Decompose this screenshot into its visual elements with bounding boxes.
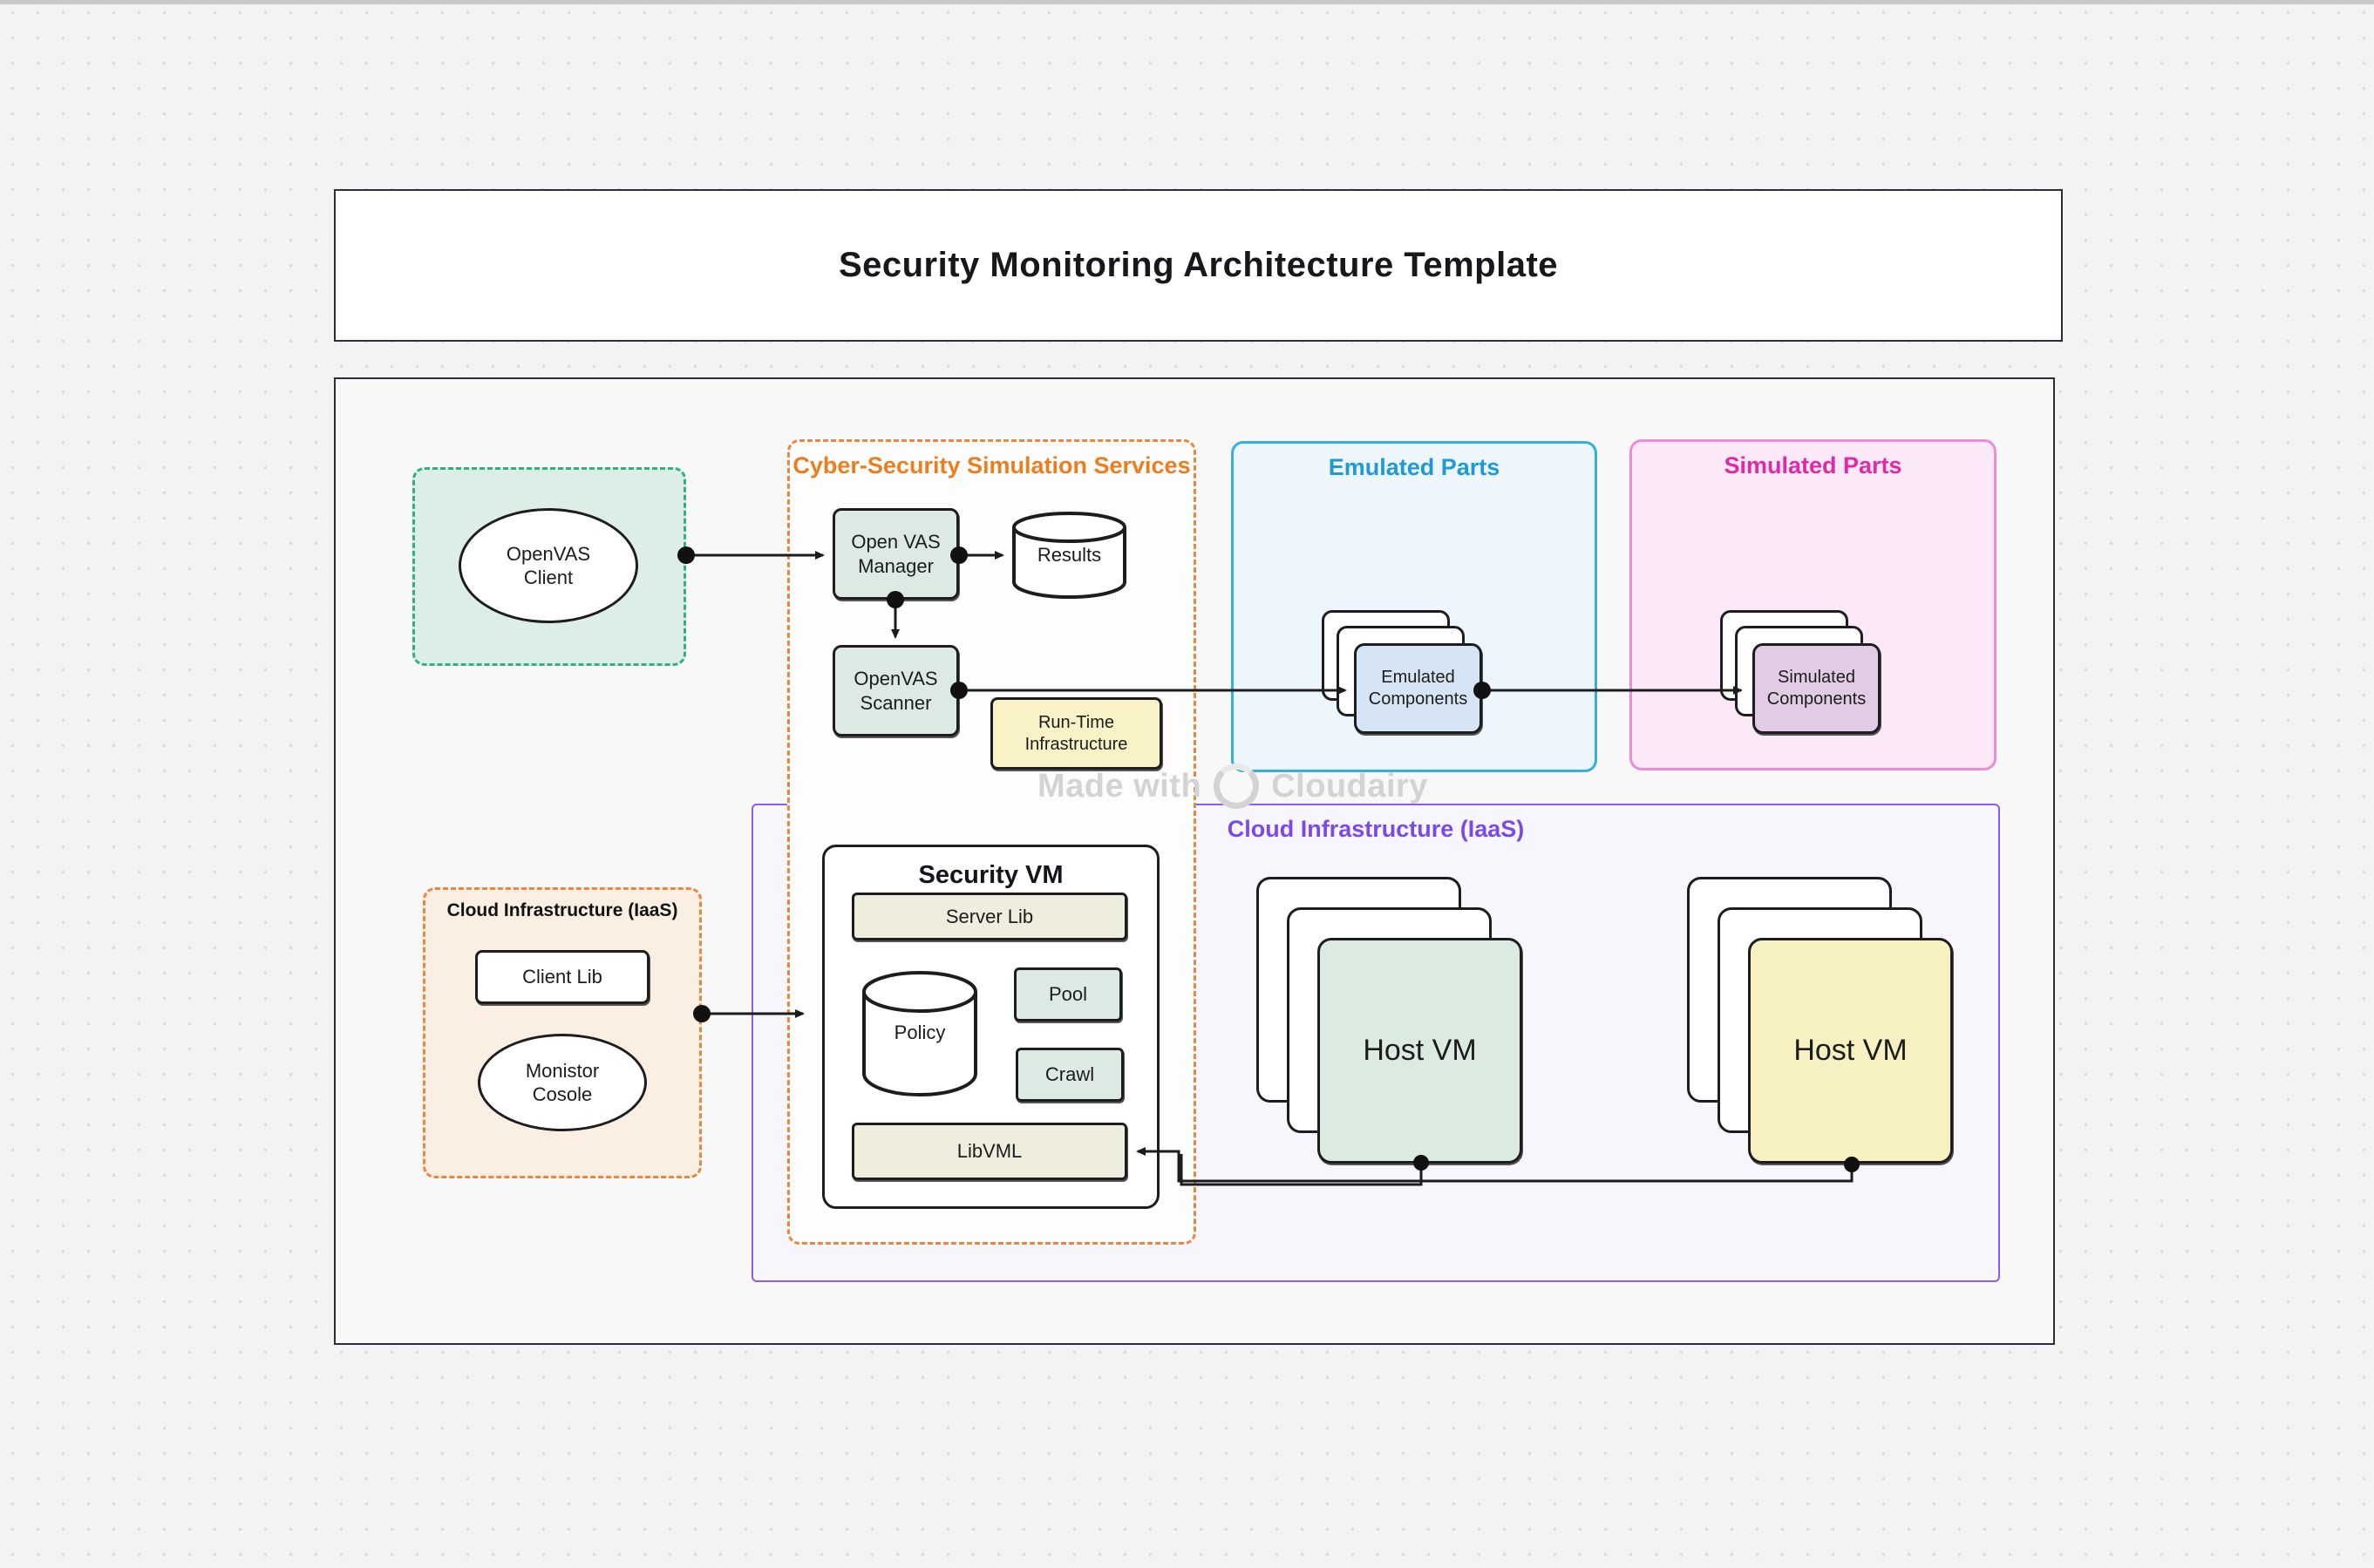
node-openvas-manager-label: Open VAS Manager bbox=[851, 531, 941, 577]
connection-point[interactable] bbox=[950, 546, 968, 564]
page-title: Security Monitoring Architecture Templat… bbox=[838, 246, 1559, 284]
node-openvas-client-label: OpenVAS Client bbox=[506, 542, 591, 589]
node-simulated-components-label: Simulated Components bbox=[1766, 668, 1867, 709]
connection-point[interactable] bbox=[693, 1005, 711, 1022]
node-monitor-console[interactable]: Monistor Cosole bbox=[478, 1034, 647, 1131]
node-host-vm-left-label: Host VM bbox=[1363, 1034, 1477, 1068]
node-client-lib-label: Client Lib bbox=[522, 966, 602, 988]
node-results-label: Results bbox=[1037, 543, 1102, 566]
connector-hostvm-left-to-libvml[interactable] bbox=[1180, 1154, 1423, 1186]
watermark: Made with Cloudairy bbox=[1037, 760, 1491, 812]
diagram-title-box[interactable]: Security Monitoring Architecture Templat… bbox=[334, 189, 2063, 342]
group-iaas-client-side[interactable]: Cloud Infrastructure (IaaS) bbox=[423, 887, 702, 1178]
cloudairy-ring-icon bbox=[1214, 764, 1260, 809]
window-top-edge bbox=[0, 0, 2374, 4]
node-openvas-manager[interactable]: Open VAS Manager bbox=[833, 508, 959, 600]
connection-point[interactable] bbox=[677, 546, 695, 564]
node-runtime-infrastructure[interactable]: Run-Time Infrastructure bbox=[990, 697, 1162, 770]
connection-point[interactable] bbox=[950, 682, 968, 699]
node-host-vm-right[interactable]: Host VM bbox=[1748, 938, 1953, 1164]
group-title-cloud-infrastructure: Cloud Infrastructure (IaaS) bbox=[1227, 816, 1525, 842]
database-cylinder-icon bbox=[1012, 512, 1126, 599]
group-title-cyber-security: Cyber-Security Simulation Services bbox=[792, 452, 1191, 479]
node-monitor-console-label: Monistor Cosole bbox=[525, 1059, 600, 1106]
node-libvml[interactable]: LibVML bbox=[852, 1123, 1127, 1180]
node-host-vm-right-label: Host VM bbox=[1793, 1034, 1908, 1068]
node-results-database[interactable]: Results bbox=[1011, 510, 1127, 600]
watermark-brand: Cloudairy bbox=[1271, 767, 1428, 804]
node-libvml-label: LibVML bbox=[956, 1140, 1023, 1163]
node-crawl[interactable]: Crawl bbox=[1016, 1048, 1124, 1102]
node-runtime-infrastructure-label: Run-Time Infrastructure bbox=[1024, 712, 1128, 754]
node-server-lib[interactable]: Server Lib bbox=[852, 893, 1127, 940]
node-openvas-scanner[interactable]: OpenVAS Scanner bbox=[833, 645, 959, 736]
node-pool-label: Pool bbox=[1048, 983, 1088, 1006]
node-policy-label: Policy bbox=[894, 1022, 946, 1043]
node-emulated-components-label: Emulated Components bbox=[1368, 668, 1468, 709]
connection-point[interactable] bbox=[1473, 682, 1491, 699]
connector-hostvm-right-to-libvml[interactable] bbox=[1136, 1147, 1854, 1183]
node-emulated-components[interactable]: Emulated Components bbox=[1354, 643, 1482, 734]
group-title-emulated-parts: Emulated Parts bbox=[1328, 454, 1500, 480]
node-pool[interactable]: Pool bbox=[1014, 967, 1122, 1022]
node-openvas-scanner-label: OpenVAS Scanner bbox=[854, 668, 938, 714]
node-host-vm-left[interactable]: Host VM bbox=[1317, 938, 1522, 1164]
watermark-prefix: Made with bbox=[1037, 767, 1202, 804]
node-client-lib[interactable]: Client Lib bbox=[475, 950, 650, 1004]
connection-point[interactable] bbox=[887, 591, 904, 608]
node-server-lib-label: Server Lib bbox=[945, 905, 1034, 927]
group-title-iaas-client-side: Cloud Infrastructure (IaaS) bbox=[446, 900, 678, 920]
node-crawl-label: Crawl bbox=[1044, 1063, 1095, 1086]
node-policy-database[interactable]: Policy bbox=[861, 969, 978, 1096]
security-vm-title: Security VM bbox=[918, 861, 1064, 889]
node-simulated-components[interactable]: Simulated Components bbox=[1752, 643, 1881, 734]
database-cylinder-icon bbox=[862, 971, 977, 1096]
node-openvas-client[interactable]: OpenVAS Client bbox=[459, 508, 638, 623]
connection-point[interactable] bbox=[1844, 1157, 1860, 1172]
group-title-simulated-parts: Simulated Parts bbox=[1724, 452, 1902, 479]
connection-point[interactable] bbox=[1413, 1155, 1429, 1171]
